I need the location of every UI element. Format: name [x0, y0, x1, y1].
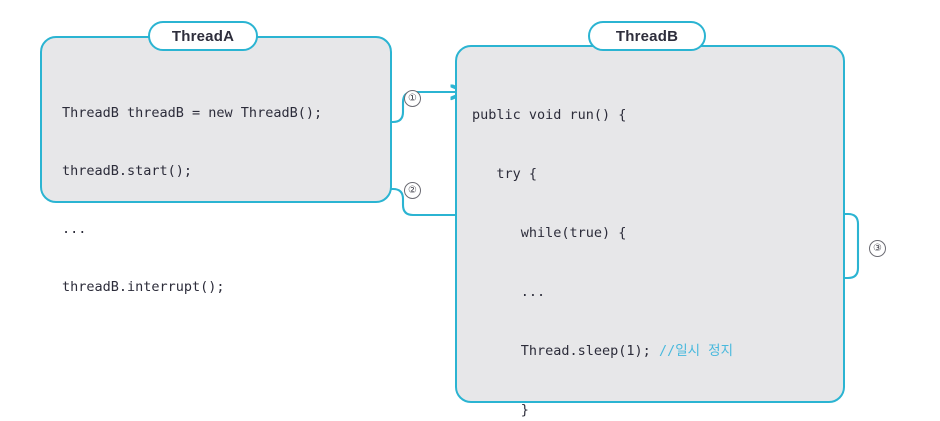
step-marker-2: ② [404, 182, 421, 199]
thread-b-code: public void run() { try { while(true) { … [472, 82, 765, 421]
thread-a-badge-label: ThreadA [171, 27, 235, 45]
code-line: while(true) { [472, 225, 627, 241]
code-line-sleep: Thread.sleep(1); //일시 정지 [472, 343, 765, 377]
code-text: Thread.sleep(1); [472, 343, 659, 359]
code-line: threadB.interrupt(); [62, 279, 225, 295]
step-marker-1: ① [404, 90, 421, 107]
thread-a-code: ThreadB threadB = new ThreadB(); threadB… [62, 80, 322, 339]
code-line: try { [472, 166, 538, 182]
code-line: } [472, 402, 529, 418]
code-comment: //일시 정지 [658, 343, 734, 359]
code-line: ThreadB threadB = new ThreadB(); [62, 105, 323, 121]
code-line: ... [472, 284, 546, 300]
thread-b-panel [455, 45, 845, 403]
thread-b-badge-label: ThreadB [615, 27, 679, 45]
thread-a-panel [40, 36, 392, 203]
code-line: threadB.start(); [62, 163, 193, 179]
code-line: ... [62, 221, 87, 237]
thread-a-badge: ThreadA [148, 21, 258, 51]
step-marker-3: ③ [869, 240, 886, 257]
thread-b-badge: ThreadB [588, 21, 706, 51]
code-line: public void run() { [472, 107, 627, 123]
